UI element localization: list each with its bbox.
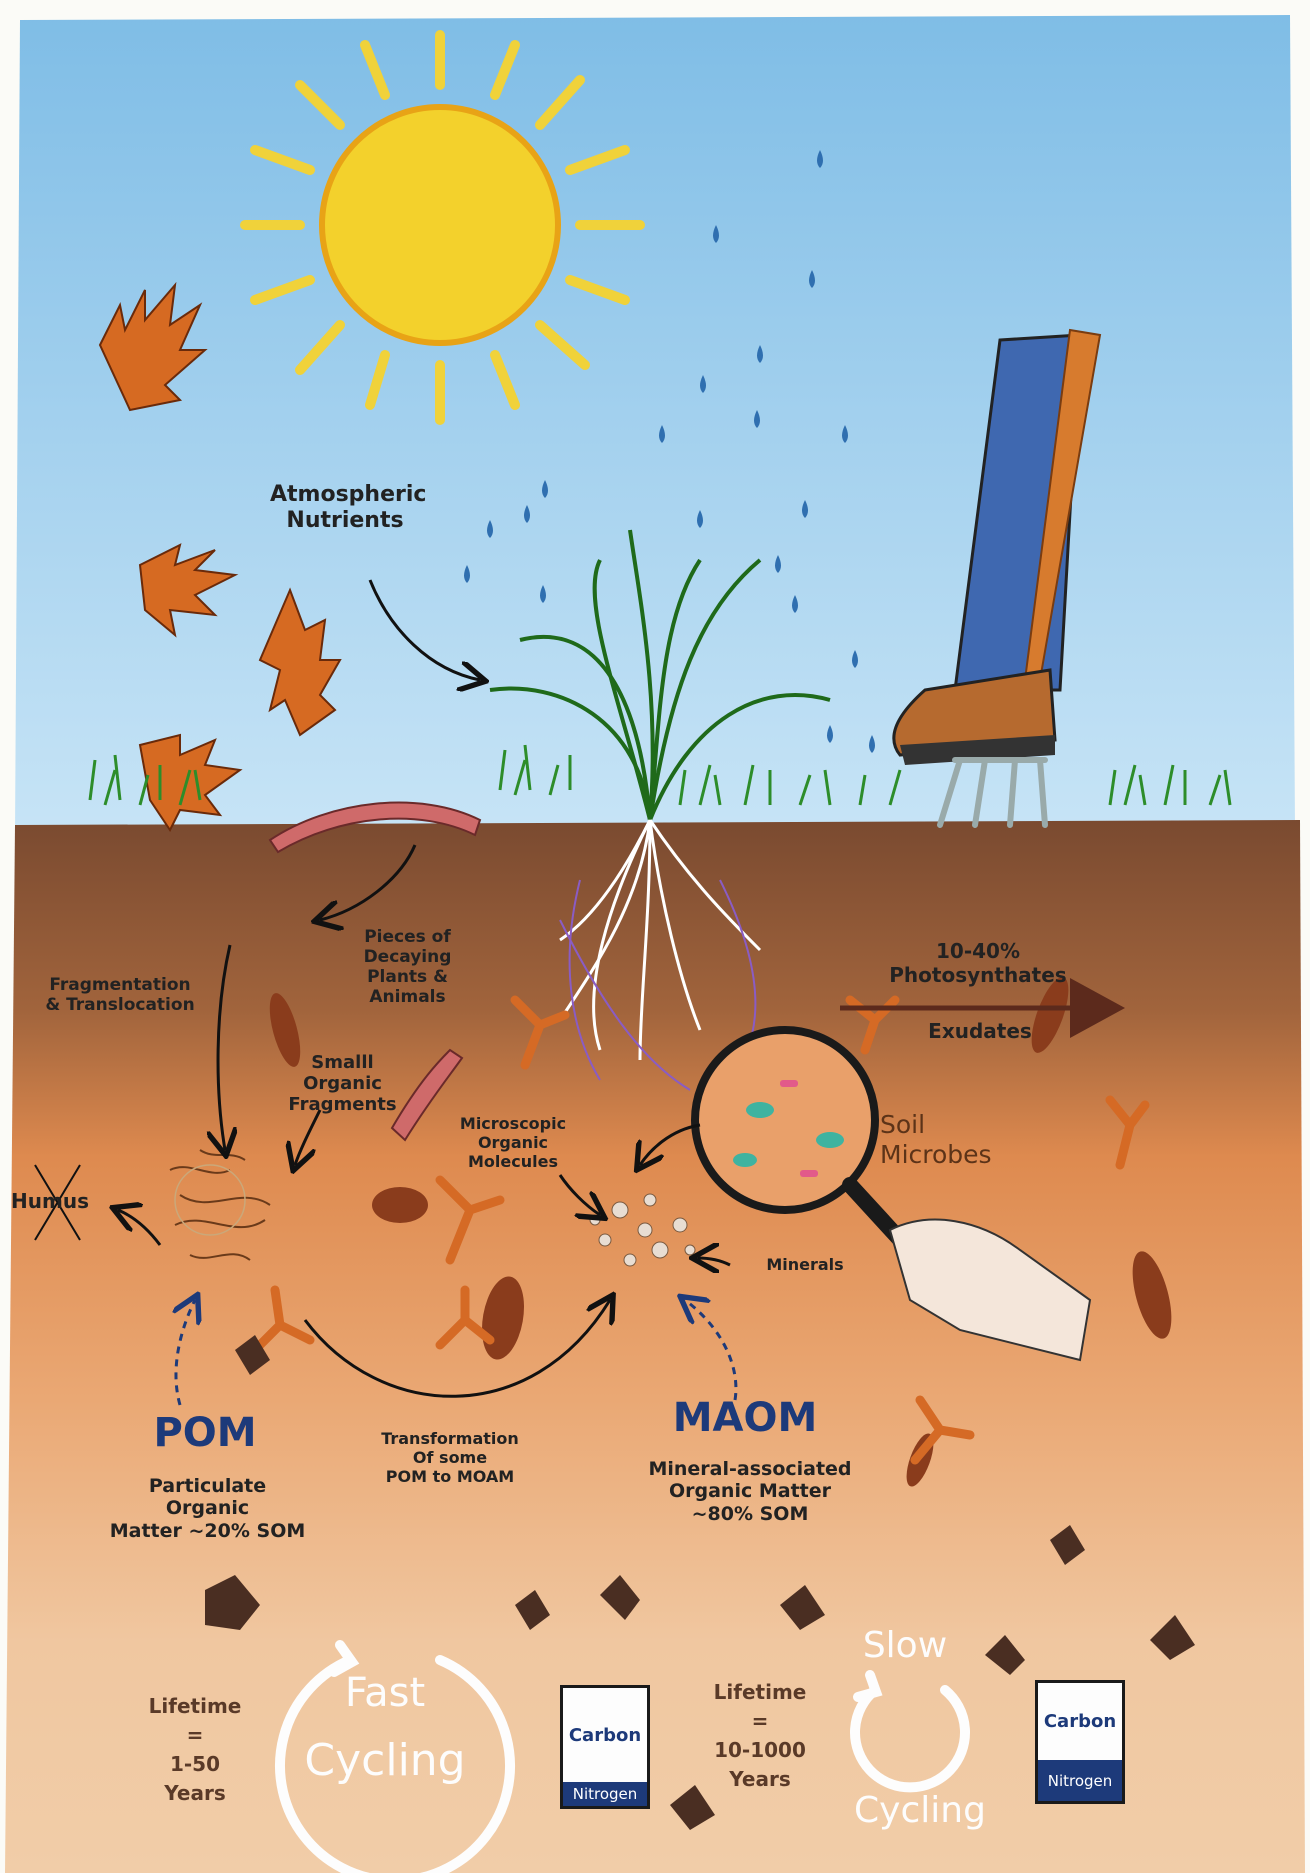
slow-nitrogen-label: Nitrogen xyxy=(1038,1760,1122,1801)
slow-carbon-label: Carbon xyxy=(1038,1683,1122,1760)
pom-description: Particulate Organic Matter ~20% SOM xyxy=(100,1475,315,1542)
exudates-label: Exudates xyxy=(925,1020,1035,1044)
microscopic-molecules-label: Microscopic Organic Molecules xyxy=(448,1115,578,1172)
fragmentation-label: Fragmentation & Translocation xyxy=(30,975,210,1015)
atmospheric-nutrients-label: Atmospheric Nutrients xyxy=(270,482,420,534)
transformation-label: Transformation Of some POM to MOAM xyxy=(375,1430,525,1487)
fast-carbon-label: Carbon xyxy=(563,1688,647,1782)
sky xyxy=(15,15,1295,835)
minerals-label: Minerals xyxy=(755,1256,855,1275)
maom-description: Mineral-associated Organic Matter ~80% S… xyxy=(630,1458,870,1525)
slow-cycle-bottom: Cycling xyxy=(835,1790,1005,1832)
fast-carbon-nitrogen-box: Carbon Nitrogen xyxy=(560,1685,650,1809)
slow-carbon-nitrogen-box: Carbon Nitrogen xyxy=(1035,1680,1125,1804)
soil-microbes-label: Soil Microbes xyxy=(880,1110,1060,1169)
pom-title: POM xyxy=(135,1410,275,1457)
fast-nitrogen-label: Nitrogen xyxy=(563,1782,647,1806)
photosynthates-label: 10-40% Photosynthates xyxy=(878,940,1078,987)
fast-cycle-top: Fast xyxy=(320,1670,450,1717)
fast-lifetime: Lifetime = 1-50 Years xyxy=(135,1692,255,1808)
slow-cycle-top: Slow xyxy=(845,1625,965,1667)
fast-cycle-bottom: Cycling xyxy=(285,1735,485,1787)
slow-lifetime: Lifetime = 10-1000 Years xyxy=(695,1678,825,1794)
humus-label: Humus xyxy=(5,1190,95,1214)
maom-title: MAOM xyxy=(660,1395,830,1442)
small-fragments-label: Smalll Organic Fragments xyxy=(275,1052,410,1116)
decaying-pieces-label: Pieces of Decaying Plants & Animals xyxy=(350,927,465,1007)
